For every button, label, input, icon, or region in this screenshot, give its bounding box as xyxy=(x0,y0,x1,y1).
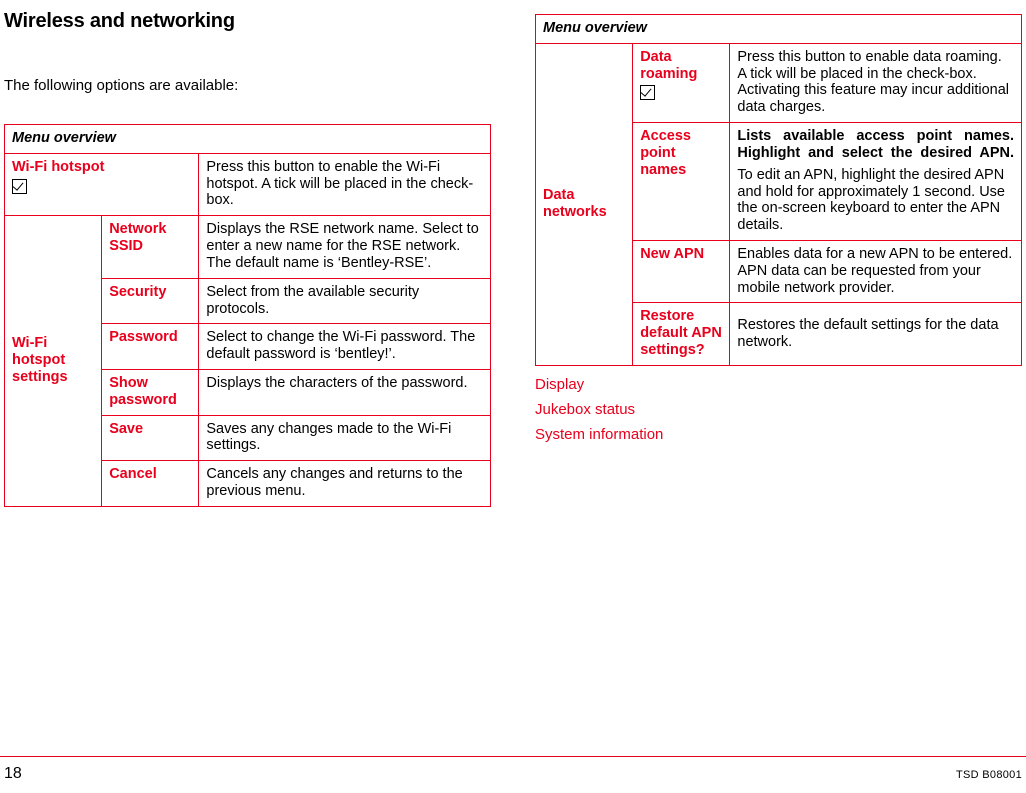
table-row: Wi-Fi hotspot Press this button to enabl… xyxy=(3,152,491,217)
row-desc: Displays the RSE network name. Select to… xyxy=(198,215,491,279)
row-sublabel-show-password: Show password xyxy=(101,368,200,416)
row-desc: Select from the available security proto… xyxy=(198,277,491,325)
row-desc: Saves any changes made to the Wi-Fi sett… xyxy=(198,414,491,462)
table-row: Wi-Fi hotspot settings Network SSID Disp… xyxy=(3,215,491,507)
link-jukebox-status[interactable]: Jukebox status xyxy=(535,400,636,418)
row-desc: Lists available access point names. High… xyxy=(729,122,1022,241)
row-sublabel-access-point-names: Access point names xyxy=(632,122,731,241)
row-sublabel-new-apn: New APN xyxy=(632,239,731,304)
table-row: New APN Enables data for a new APN to be… xyxy=(536,239,1022,304)
intro-text: The following options are available: xyxy=(4,77,239,94)
table-header-row: Menu overview xyxy=(4,124,491,154)
table-row: Security Select from the available secur… xyxy=(5,277,491,325)
table-row: Password Select to change the Wi-Fi pass… xyxy=(5,323,491,370)
row-label-text: Wi-Fi hotspot xyxy=(12,158,105,175)
table-row: Restore default APN settings? Restores t… xyxy=(536,302,1022,366)
page-number: 18 xyxy=(4,765,22,782)
row-desc: Enables data for a new APN to be entered… xyxy=(729,239,1022,304)
row-desc: Select to change the Wi-Fi password. The… xyxy=(198,323,491,370)
left-column: Wireless and networking The following op… xyxy=(3,10,494,507)
checkbox-icon xyxy=(12,178,27,194)
table-header-label: Menu overview xyxy=(535,14,1022,44)
row-sublabel-network-ssid: Network SSID xyxy=(101,215,200,279)
row-label-wifi-hotspot: Wi-Fi hotspot xyxy=(3,152,200,217)
row-sublabel-save: Save xyxy=(101,414,200,462)
table-row: Access point names Lists available acces… xyxy=(536,122,1022,241)
row-sublabel-password: Password xyxy=(101,323,200,370)
page-title: Wireless and networking xyxy=(4,10,235,32)
row-label-wifi-hotspot-settings: Wi-Fi hotspot settings xyxy=(3,215,103,507)
link-system-information[interactable]: System information xyxy=(535,425,664,443)
right-column: Menu overview Data networks Data roaming… xyxy=(534,14,1025,451)
table-row: Save Saves any changes made to the Wi-Fi… xyxy=(5,414,491,462)
checkbox-icon xyxy=(640,85,656,101)
row-sublabel-data-roaming: Data roaming xyxy=(632,42,731,124)
row-desc-bold: Lists available access point names. High… xyxy=(737,128,1014,161)
row-desc: Displays the characters of the password. xyxy=(198,368,491,416)
wireless-menu-table: Menu overview Wi-Fi hotspot Press this b… xyxy=(3,124,491,507)
row-label-data-networks: Data networks xyxy=(534,42,634,366)
row-sublabel-cancel: Cancel xyxy=(101,460,200,507)
table-row: Data networks Data roaming Press this bu… xyxy=(534,42,1022,366)
row-desc: Press this button to enable the Wi-Fi ho… xyxy=(198,152,491,217)
row-sublabel-text: Data roaming xyxy=(640,48,698,82)
row-desc: Cancels any changes and returns to the p… xyxy=(198,460,491,507)
document-code: TSD B08001 xyxy=(956,769,1022,781)
footer-divider xyxy=(0,755,1026,757)
table-header-row: Menu overview xyxy=(535,14,1022,44)
row-desc-body: To edit an APN, highlight the desired AP… xyxy=(737,166,1005,234)
row-sublabel-restore-default-apn: Restore default APN settings? xyxy=(632,302,731,366)
table-row: Show password Displays the characters of… xyxy=(5,368,491,416)
table-header-label: Menu overview xyxy=(4,124,491,154)
row-desc: Restores the default settings for the da… xyxy=(729,302,1022,366)
link-display[interactable]: Display xyxy=(535,375,585,393)
row-desc: Press this button to enable data roaming… xyxy=(729,42,1022,124)
table-row: Cancel Cancels any changes and returns t… xyxy=(5,460,491,507)
row-sublabel-security: Security xyxy=(101,277,200,325)
data-networks-menu-table: Menu overview Data networks Data roaming… xyxy=(534,14,1022,366)
related-links-list: Display Jukebox status System informatio… xyxy=(535,376,1025,443)
